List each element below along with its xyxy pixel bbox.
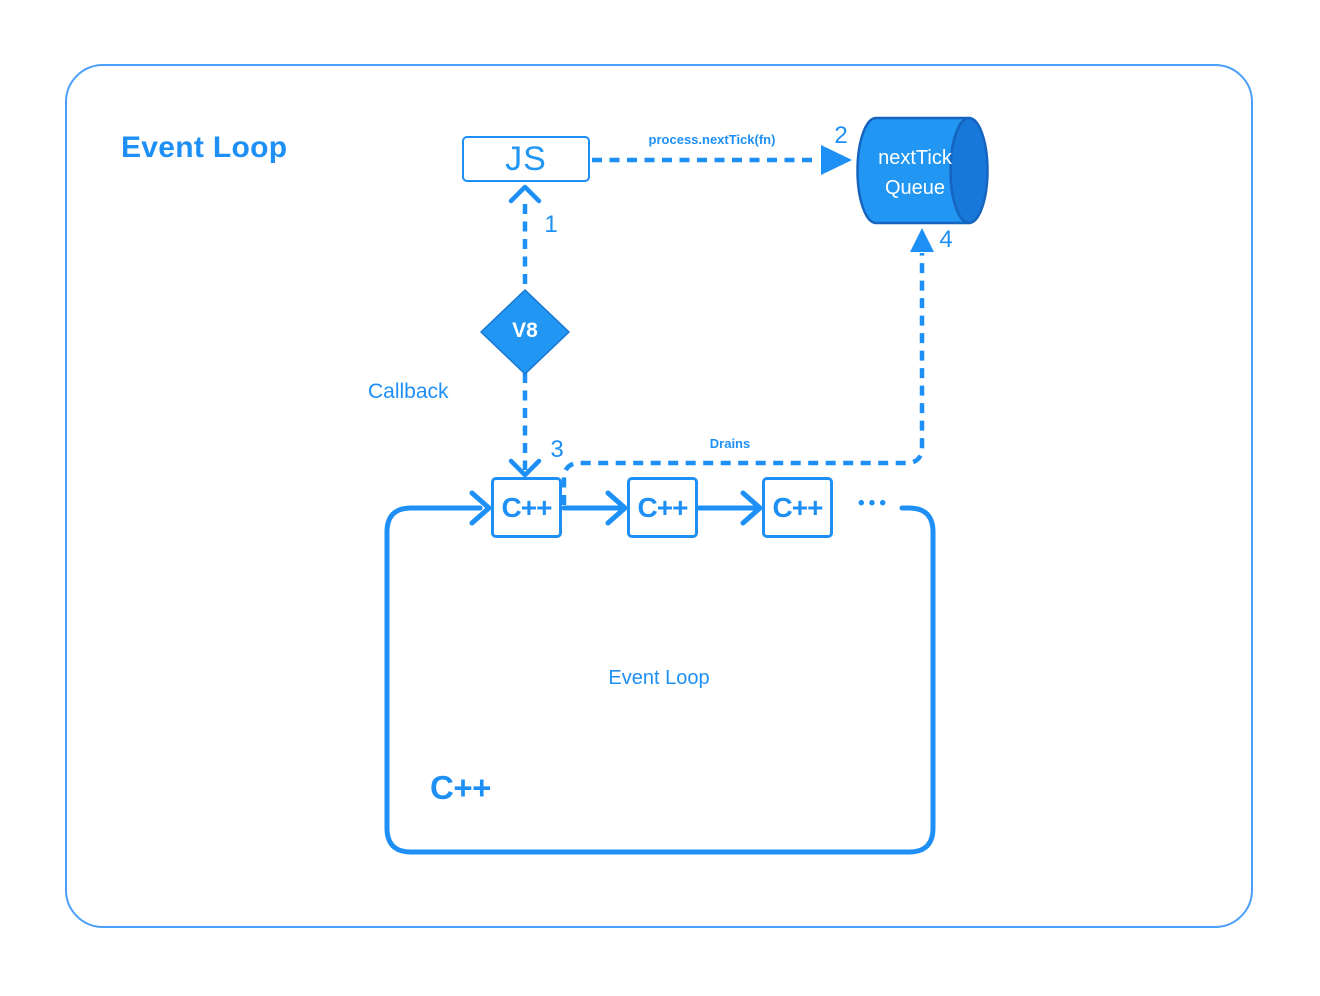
cpp-phase-label: C++ xyxy=(772,491,824,523)
arrowhead-into-cpp1 xyxy=(469,490,492,526)
v8-diamond-label: V8 xyxy=(512,319,538,342)
event-loop-rect xyxy=(384,505,936,855)
cylinder-body xyxy=(856,116,971,225)
process-next-tick-edge-label: process.nextTick(fn) xyxy=(648,132,776,147)
cpp-phase-label: C++ xyxy=(501,491,553,523)
step-3-label: 3 xyxy=(550,436,564,463)
next-tick-queue-label: nextTick Queue xyxy=(858,143,972,203)
next-tick-queue-cylinder xyxy=(856,116,989,225)
queue-label-line1: nextTick xyxy=(878,147,952,169)
v8-diamond xyxy=(480,289,570,375)
edge-drains-to-queue xyxy=(561,253,925,505)
arrowhead-into-cpp3 xyxy=(740,490,763,526)
event-loop-language-label: C++ xyxy=(430,769,491,806)
diagram-frame xyxy=(65,64,1253,928)
cpp-phase-box-2: C++ xyxy=(627,477,698,538)
queue-label-line2: Queue xyxy=(884,177,946,199)
event-loop-box-label: Event Loop xyxy=(608,667,710,689)
js-node-label: JS xyxy=(505,139,547,178)
arrowhead-into-queue-right xyxy=(821,145,852,175)
cpp-phase-box-3: C++ xyxy=(762,477,833,538)
cpp-phase-box-1: C++ xyxy=(491,477,562,538)
arrowhead-into-cpp2 xyxy=(605,490,628,526)
drains-edge-label: Drains xyxy=(709,436,751,451)
callback-edge-label: Callback xyxy=(368,380,449,403)
step-1-label: 1 xyxy=(544,211,558,238)
step-2-label: 2 xyxy=(834,122,848,149)
more-phases-ellipsis: ••• xyxy=(858,493,890,514)
arrowhead-down-to-cpp xyxy=(508,458,542,478)
cpp-phase-label: C++ xyxy=(637,491,689,523)
arrowhead-up-to-js xyxy=(508,184,542,204)
arrowhead-into-queue-bottom xyxy=(910,228,934,252)
step-4-label: 4 xyxy=(939,226,953,253)
diagram-title: Event Loop xyxy=(121,131,288,164)
js-node: JS xyxy=(462,136,590,182)
